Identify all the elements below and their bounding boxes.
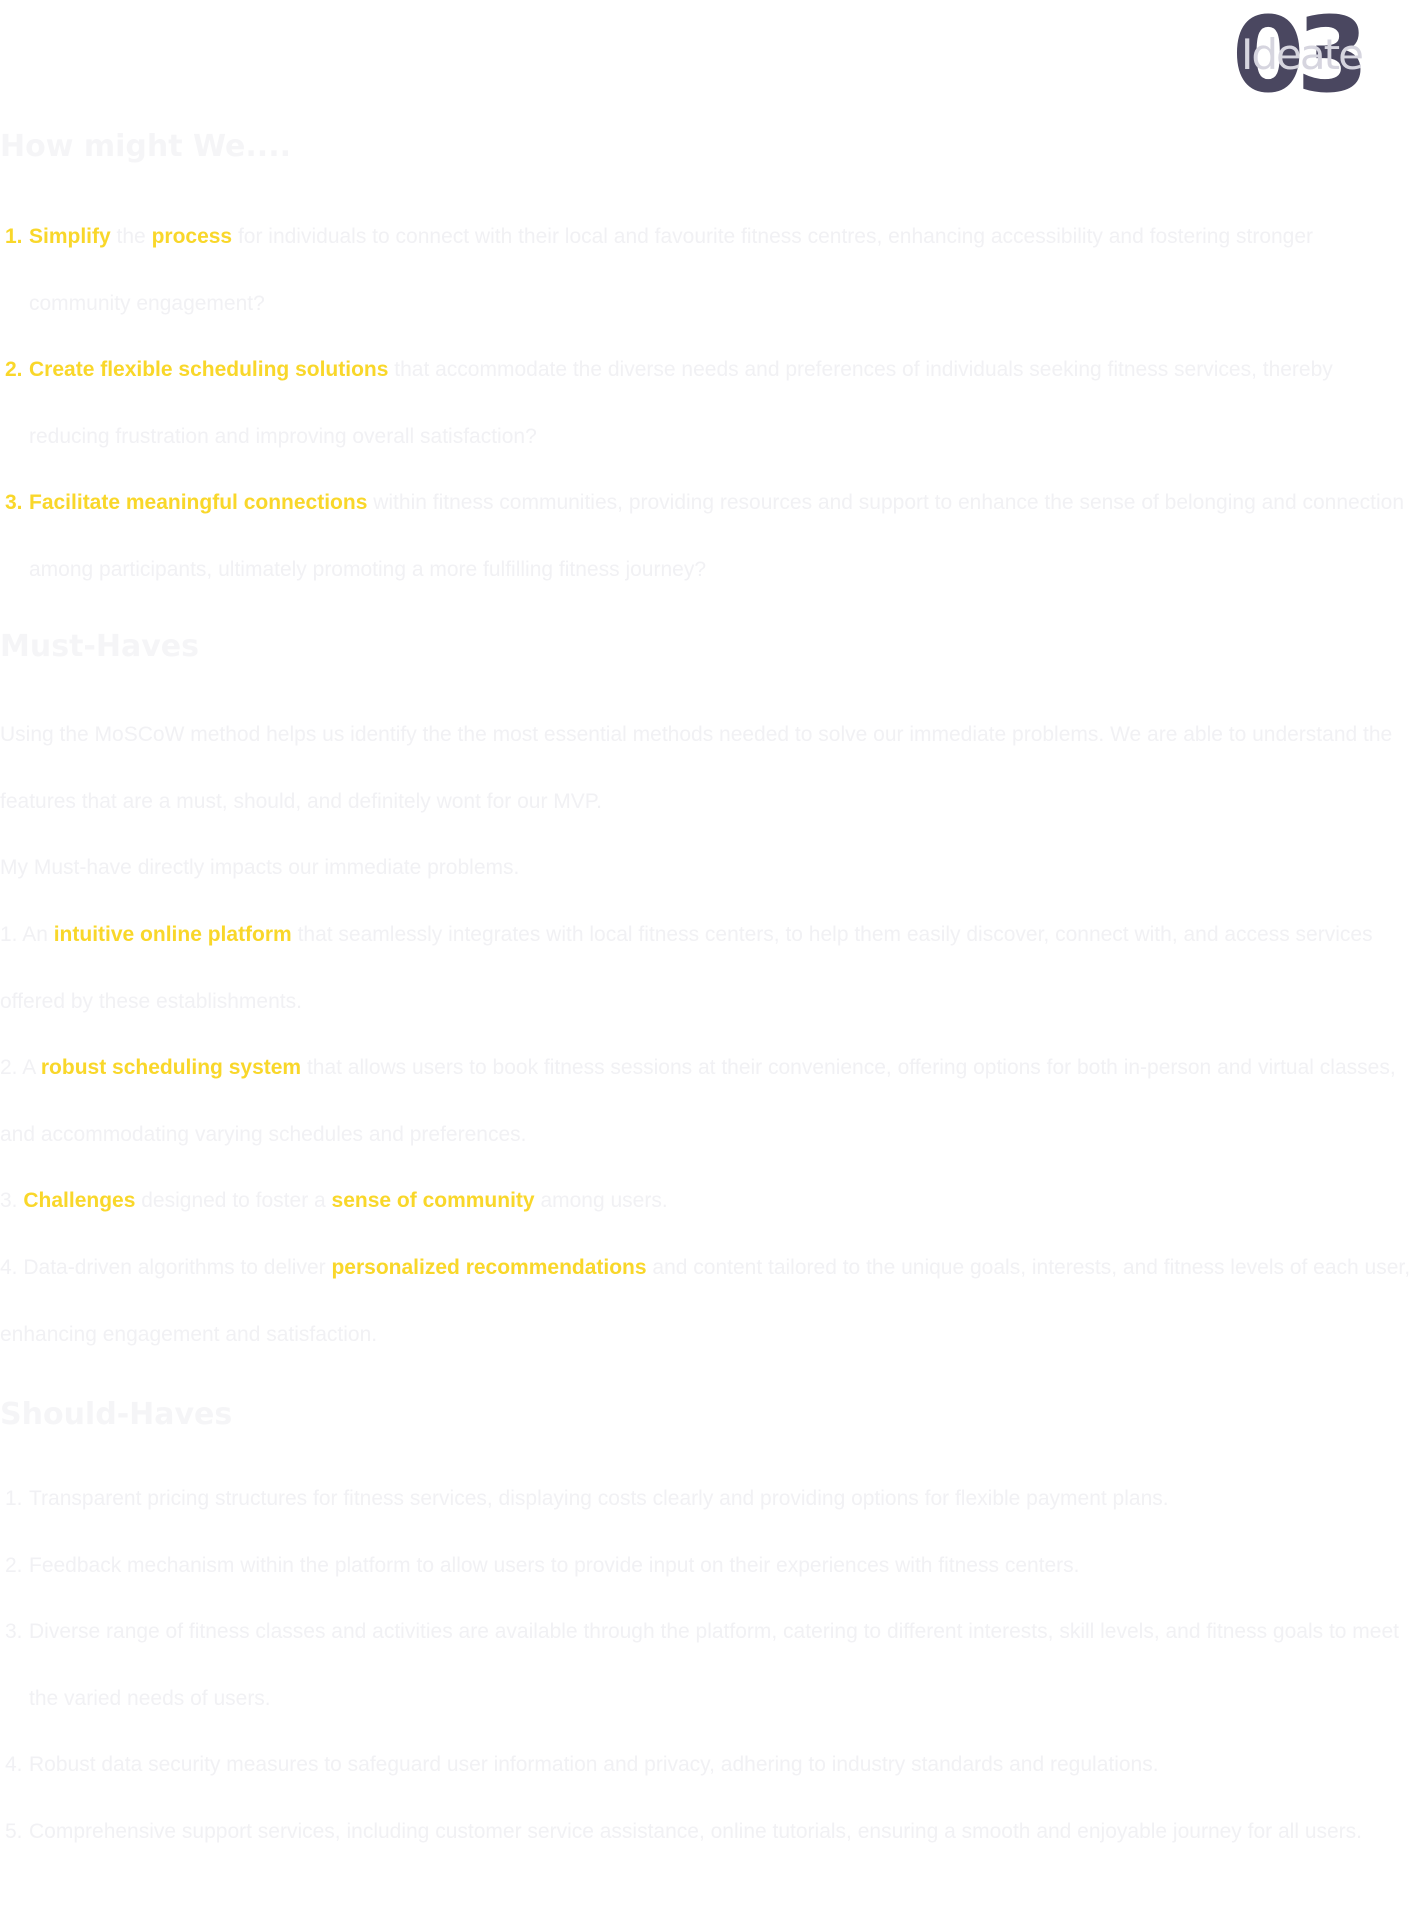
list-number: 4. <box>5 1753 23 1776</box>
body-text: Diverse range of fitness classes and act… <box>29 1620 1399 1710</box>
hmw-item-3: 3. Facilitate meaningful connections with… <box>0 470 1417 603</box>
body-text: among users. <box>534 1189 668 1212</box>
body-text: Comprehensive support services, includin… <box>29 1819 1363 1843</box>
must-haves-intro: Using the MoSCoW method helps us identif… <box>0 723 1393 813</box>
body-text: the <box>110 225 152 248</box>
highlight-text: intuitive online platform <box>53 923 292 946</box>
body-text: 3. <box>0 1189 24 1212</box>
highlight-text: process <box>151 225 233 248</box>
body-text: and content tailored to the unique goals… <box>0 1256 1411 1346</box>
should-item-3: 3. Diverse range of fitness classes and a… <box>0 1599 1417 1732</box>
list-number: 1. <box>5 1487 23 1510</box>
should-haves-list: 1. Transparent pricing structures for fit… <box>0 1466 1417 1865</box>
section-badge: 03 Ideate <box>1232 0 1417 110</box>
body-text: 2. A <box>0 1056 41 1079</box>
body-text: that allows users to book fitness sessio… <box>0 1056 1396 1146</box>
must-item-3: 3. Challenges designed to foster a sense… <box>0 1168 1417 1235</box>
highlight-text: Create flexible scheduling solutions <box>29 358 389 381</box>
highlight-text: Challenges <box>23 1189 136 1212</box>
highlight-text: Simplify <box>29 225 111 248</box>
highlight-text: Facilitate meaningful connections <box>29 491 368 514</box>
hmw-item-2: 2. Create flexible scheduling solutions t… <box>0 337 1417 470</box>
section-label: Ideate <box>1241 30 1364 79</box>
list-number: 5. <box>5 1819 23 1843</box>
list-number: 2. <box>5 1553 23 1577</box>
list-number: 1. <box>5 225 23 248</box>
list-number: 3. <box>5 491 23 514</box>
must-haves-heading: Must-Haves <box>0 629 199 664</box>
should-item-2: 2.Feedback mechanism within the platform… <box>0 1533 1417 1600</box>
highlight-text: personalized recommendations <box>331 1256 647 1279</box>
highlight-text: sense of community <box>331 1189 535 1212</box>
must-item-2: 2. A robust scheduling system that allow… <box>0 1035 1417 1168</box>
body-text: Transparent pricing structures for fitne… <box>29 1487 1169 1510</box>
should-haves-heading: Should-Haves <box>0 1397 233 1432</box>
section-number: 03 <box>1232 0 1369 116</box>
should-item-5: 5.Comprehensive support services, includ… <box>0 1799 1417 1866</box>
body-text: Robust data security measures to safegua… <box>29 1753 1159 1776</box>
body-text: designed to foster a <box>135 1189 332 1212</box>
should-item-1: 1. Transparent pricing structures for fit… <box>0 1466 1417 1533</box>
body-text: Feedback mechanism within the platform t… <box>29 1553 1080 1577</box>
body-text: within fitness communities, providing re… <box>29 491 1405 581</box>
body-text: 1. An <box>0 923 54 946</box>
must-item-4: 4. Data-driven algorithms to deliver per… <box>0 1235 1417 1368</box>
body-text: for individuals to connect with their lo… <box>29 225 1314 315</box>
body-text: that accommodate the diverse needs and p… <box>29 358 1333 448</box>
body-text: 4. Data-driven algorithms to deliver <box>0 1256 332 1279</box>
should-item-4: 4. Robust data security measures to safeg… <box>0 1732 1417 1799</box>
list-number: 3. <box>5 1620 23 1643</box>
hmw-heading: How might We.... <box>0 129 291 164</box>
body-text: that seamlessly integrates with local fi… <box>0 923 1373 1013</box>
must-item-1: 1. An intuitive online platform that sea… <box>0 902 1417 1035</box>
highlight-text: robust scheduling system <box>40 1056 302 1079</box>
must-haves-lead: My Must-have directly impacts our immedi… <box>0 856 520 879</box>
list-number: 2. <box>5 358 23 381</box>
hmw-item-1: 1. Simplify the process for individuals t… <box>0 204 1417 337</box>
hmw-list: 1. Simplify the process for individuals t… <box>0 204 1417 603</box>
